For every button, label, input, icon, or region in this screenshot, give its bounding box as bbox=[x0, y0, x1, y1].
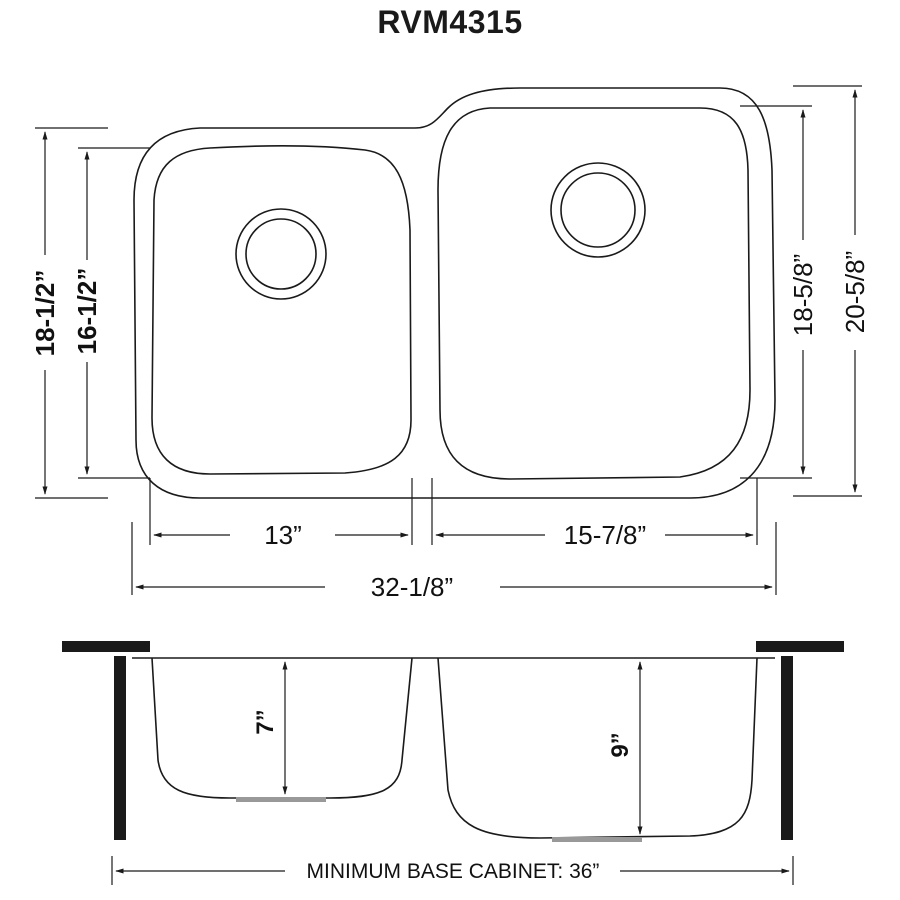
right-drain-inner bbox=[560, 172, 636, 248]
top-view bbox=[133, 87, 776, 499]
countertop-left bbox=[62, 641, 150, 652]
dim-cabinet-width: MINIMUM BASE CABINET: 36” bbox=[307, 860, 600, 883]
countertop-right bbox=[756, 641, 844, 652]
dim-left-bowl-depth: 7” bbox=[252, 709, 279, 734]
dim-right-outer-height: 20-5/8” bbox=[840, 251, 870, 333]
dim-left-bowl-height: 16-1/2” bbox=[72, 268, 102, 355]
left-drain-inner bbox=[245, 218, 317, 290]
dim-left-outer-height: 18-1/2” bbox=[30, 270, 60, 357]
cabinet-wall-left bbox=[114, 656, 126, 840]
left-bowl-profile bbox=[151, 657, 413, 799]
dim-right-bowl-depth: 9” bbox=[607, 732, 634, 757]
right-bowl-profile bbox=[437, 657, 758, 839]
dim-right-bowl-height: 18-5/8” bbox=[788, 254, 818, 336]
dim-right-bowl-width: 15-7/8” bbox=[564, 520, 646, 550]
side-view bbox=[62, 641, 844, 885]
left-bowl bbox=[151, 145, 412, 475]
dim-left-bowl-width: 13” bbox=[264, 520, 302, 550]
dim-overall-width: 32-1/8” bbox=[371, 572, 453, 602]
right-drain-outer bbox=[550, 162, 646, 258]
cabinet-wall-right bbox=[781, 656, 793, 840]
sink-outer-rim bbox=[133, 87, 776, 499]
left-drain-outer bbox=[235, 208, 327, 300]
dimension-lines bbox=[35, 85, 862, 595]
model-title: RVM4315 bbox=[377, 4, 523, 40]
right-bowl bbox=[437, 107, 751, 480]
